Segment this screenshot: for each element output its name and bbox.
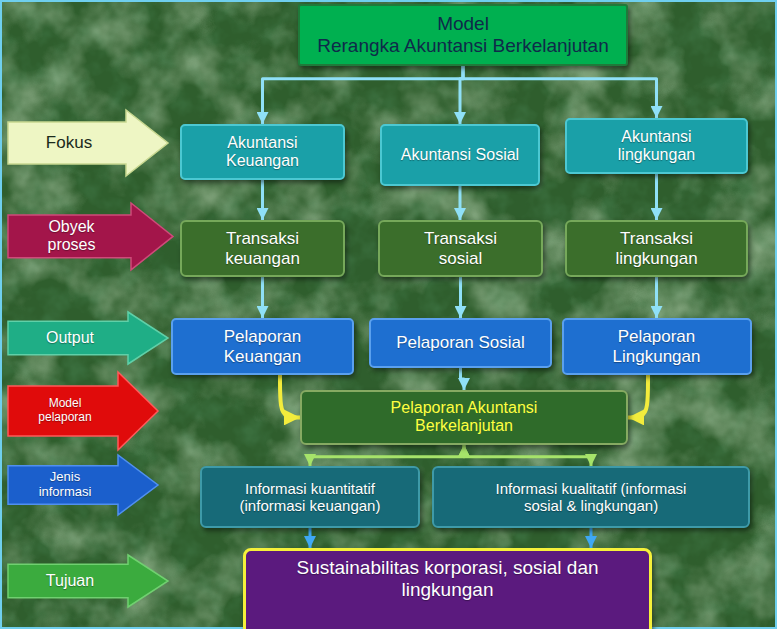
connector-arrow (261, 277, 264, 318)
row-label: Obyek proses (32, 218, 112, 255)
block-arrow-outline (8, 372, 158, 450)
process-box: Transaksi sosial (378, 220, 543, 277)
combined-report-box: Pelaporan Akuntansi Berkelanjutan (300, 390, 628, 445)
connector-arrow (655, 174, 658, 220)
row-label: Fokus (46, 133, 92, 153)
title-box: ModelRerangka Akuntansi Berkelanjutan (298, 4, 628, 66)
node-text: Transaksi keuangan (208, 229, 318, 268)
row-label-arrow: Jenis informasi (8, 455, 158, 515)
row-label-arrow: Obyek proses (8, 203, 173, 270)
focus-box: Akuntansi Keuangan (180, 124, 345, 180)
node-text: Akuntansi lingkungan (587, 128, 727, 165)
row-label: Model pelaporan (28, 397, 103, 425)
information-box: Informasi kuantitatif (informasi keuanga… (200, 466, 420, 528)
connector-arrow (459, 186, 462, 220)
focus-box: Akuntansi Sosial (380, 124, 540, 186)
connector-arrow (464, 445, 591, 466)
connector-arrow (463, 66, 657, 118)
node-text: Pelaporan Akuntansi Berkelanjutan (364, 399, 564, 436)
process-box: Transaksi keuangan (180, 220, 345, 277)
block-arrow-outline (8, 110, 168, 176)
report-box: Pelaporan Sosial (369, 318, 552, 368)
report-box: Pelaporan Keuangan (171, 318, 354, 375)
focus-box: Akuntansi lingkungan (565, 118, 748, 174)
connector-arrow (590, 528, 593, 548)
connector-arrow (459, 277, 462, 318)
connector-arrow (461, 368, 465, 390)
connector-arrow (309, 528, 312, 548)
node-text: Model (437, 13, 489, 35)
row-label: Jenis informasi (28, 470, 103, 500)
node-text: Informasi kualitatif (informasi sosial &… (476, 480, 706, 515)
connector-arrow (263, 66, 464, 124)
block-arrow-outline (8, 555, 168, 607)
connector-arrow (261, 180, 264, 220)
row-label: Tujuan (46, 572, 94, 590)
connector-arrow (280, 375, 300, 417)
connector-arrow (655, 277, 658, 318)
process-box: Transaksi lingkungan (565, 220, 748, 277)
row-label-arrow: Output (8, 312, 168, 364)
block-arrow-outline (8, 203, 173, 270)
node-text: Transaksi lingkungan (602, 229, 712, 268)
information-box: Informasi kualitatif (informasi sosial &… (432, 466, 750, 528)
node-text: Akuntansi Keuangan (198, 134, 328, 171)
block-arrow-outline (8, 455, 158, 515)
node-text: Pelaporan Lingkungan (592, 327, 722, 366)
node-text: Informasi kuantitatif (informasi keuanga… (215, 480, 405, 515)
row-label-arrow: Model pelaporan (8, 372, 158, 450)
block-arrow-outline (8, 312, 168, 364)
node-text: Transaksi sosial (406, 229, 516, 268)
row-label-arrow: Fokus (8, 110, 168, 176)
report-box: Pelaporan Lingkungan (562, 318, 752, 375)
node-text: Akuntansi Sosial (401, 146, 519, 164)
connector-arrow (310, 445, 464, 466)
node-text: Pelaporan Sosial (396, 333, 525, 353)
row-label-arrow: Tujuan (8, 555, 168, 607)
node-text: Rerangka Akuntansi Berkelanjutan (317, 35, 609, 57)
node-text: Pelaporan Keuangan (198, 327, 328, 366)
connector-arrow (628, 375, 648, 417)
node-text: Sustainabilitas korporasi, sosial dan li… (255, 557, 640, 601)
row-label: Output (46, 329, 94, 347)
goal-box: Sustainabilitas korporasi, sosial dan li… (243, 548, 652, 629)
